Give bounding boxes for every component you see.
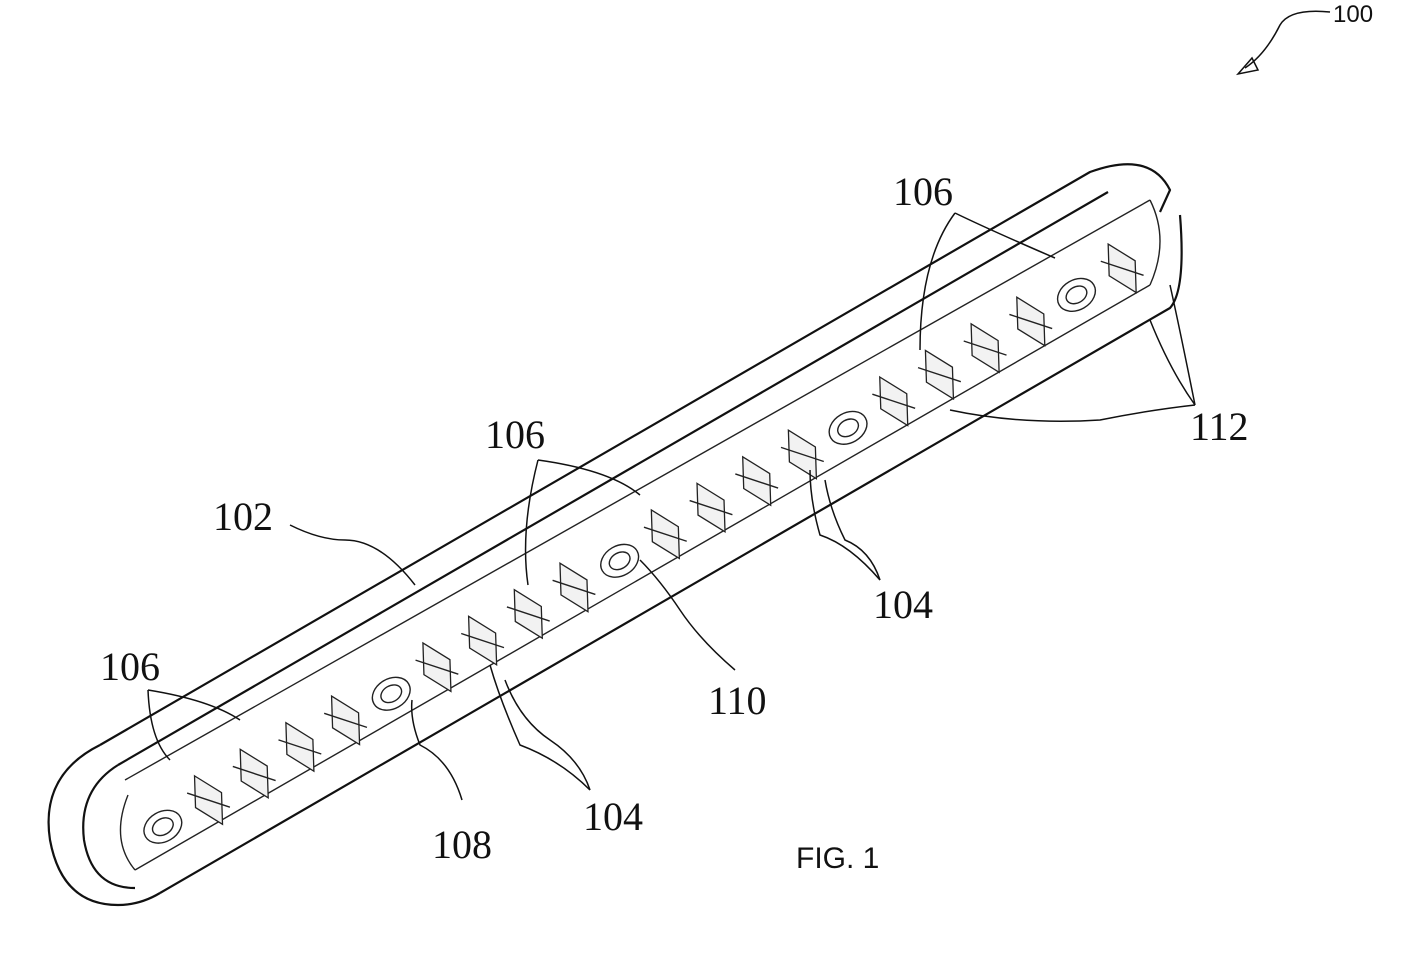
lattice-structure (138, 237, 1149, 850)
label-100: 100 (1333, 1, 1373, 28)
label-106b: 106 (485, 412, 545, 457)
leader-106c2 (920, 213, 955, 350)
leader-104a2 (505, 680, 590, 790)
leader-106a (148, 690, 240, 720)
leader-106a2 (148, 690, 170, 760)
label-112: 112 (1190, 404, 1249, 449)
figure-caption: FIG. 1 (796, 842, 879, 875)
label-110: 110 (708, 678, 767, 723)
label-102: 102 (213, 494, 273, 539)
label-106a: 106 (100, 644, 160, 689)
leader-104a (490, 665, 590, 790)
label-104b: 104 (873, 582, 933, 627)
label-106c: 106 (893, 169, 953, 214)
label-108: 108 (432, 822, 492, 867)
leader-108 (412, 700, 462, 800)
leader-106b (538, 460, 640, 495)
leader-104b (810, 470, 880, 580)
leader-102 (290, 525, 415, 585)
leader-112b (1150, 320, 1195, 405)
leader-104b2 (825, 480, 880, 580)
leader-100 (1245, 11, 1330, 68)
leader-110 (640, 560, 735, 670)
label-104a: 104 (583, 794, 643, 839)
